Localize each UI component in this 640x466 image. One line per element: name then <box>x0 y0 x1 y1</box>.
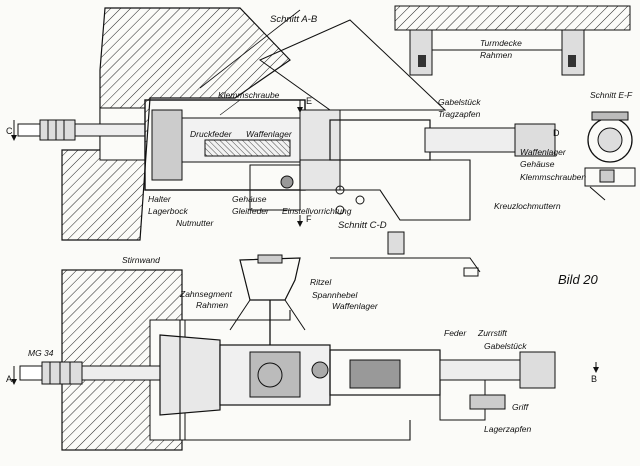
label-turmdecke: Turmdecke <box>480 38 522 48</box>
bottom-pivot-bracket <box>229 254 306 345</box>
label-waffenlager-ef: Waffenlager <box>520 147 567 157</box>
label-gabelstueck-bottom: Gabelstück <box>484 341 527 351</box>
bottom-mount-body <box>159 334 556 421</box>
mark-a: A <box>6 374 12 384</box>
label-klemmschraube: Klemmschraube <box>218 90 280 100</box>
label-zahnsegment: Zahnsegment <box>179 289 233 299</box>
label-tragzapfen: Tragzapfen <box>438 109 481 119</box>
label-spannhebel: Spannhebel <box>312 290 358 300</box>
label-halter: Halter <box>148 194 172 204</box>
label-lagerzapfen: Lagerzapfen <box>484 424 532 434</box>
figure-title: Bild 20 <box>558 272 599 287</box>
mark-d: D <box>553 128 560 138</box>
label-rahmen-bottom: Rahmen <box>196 300 228 310</box>
label-ritzel: Ritzel <box>310 277 332 287</box>
section-title-cd: Schnitt C-D <box>338 220 387 231</box>
label-gleitfeder: Gleitfeder <box>232 206 270 216</box>
detail-ef <box>584 111 636 201</box>
mark-c: C <box>6 126 13 136</box>
top-view <box>11 5 636 241</box>
label-mg34: MG 34 <box>28 348 54 358</box>
label-gehaeuse-top: Gehäuse <box>232 194 267 204</box>
label-lagerbock: Lagerbock <box>148 206 188 216</box>
top-sloped-plate <box>258 19 447 111</box>
bottom-view <box>11 254 599 451</box>
label-kreuzlochmuttern: Kreuzlochmuttern <box>494 201 561 211</box>
mark-f: F <box>306 214 312 224</box>
mark-e: E <box>306 96 312 106</box>
label-klemmschrauben: Klemmschrauben <box>520 172 586 182</box>
label-nutmutter: Nutmutter <box>176 218 214 228</box>
bottom-barrel <box>19 361 163 385</box>
label-zurrstift: Zurrstift <box>477 328 507 338</box>
top-barrel <box>17 119 146 141</box>
detail-turret-roof <box>394 5 631 76</box>
label-turret-rahmen: Rahmen <box>480 50 512 60</box>
top-mount-body <box>144 99 556 221</box>
section-title-ef: Schnitt E-F <box>590 90 633 100</box>
label-gabelstueck-top: Gabelstück <box>438 97 481 107</box>
bottom-frame <box>179 310 411 441</box>
label-waffenlager-bottom: Waffenlager <box>332 301 379 311</box>
label-gehaeuse-ef: Gehäuse <box>520 159 555 169</box>
detail-cd <box>330 231 481 277</box>
label-feder: Feder <box>444 328 467 338</box>
label-griff: Griff <box>512 402 530 412</box>
section-title-ab: Schnitt A-B <box>270 14 318 25</box>
label-druckfeder: Druckfeder <box>190 129 233 139</box>
label-einstellvorrichtung: Einstellvorrichtung <box>282 206 352 216</box>
mark-b: B <box>591 374 597 384</box>
label-waffenlager-top: Waffenlager <box>246 129 293 139</box>
label-stirnwand: Stirnwand <box>122 255 160 265</box>
